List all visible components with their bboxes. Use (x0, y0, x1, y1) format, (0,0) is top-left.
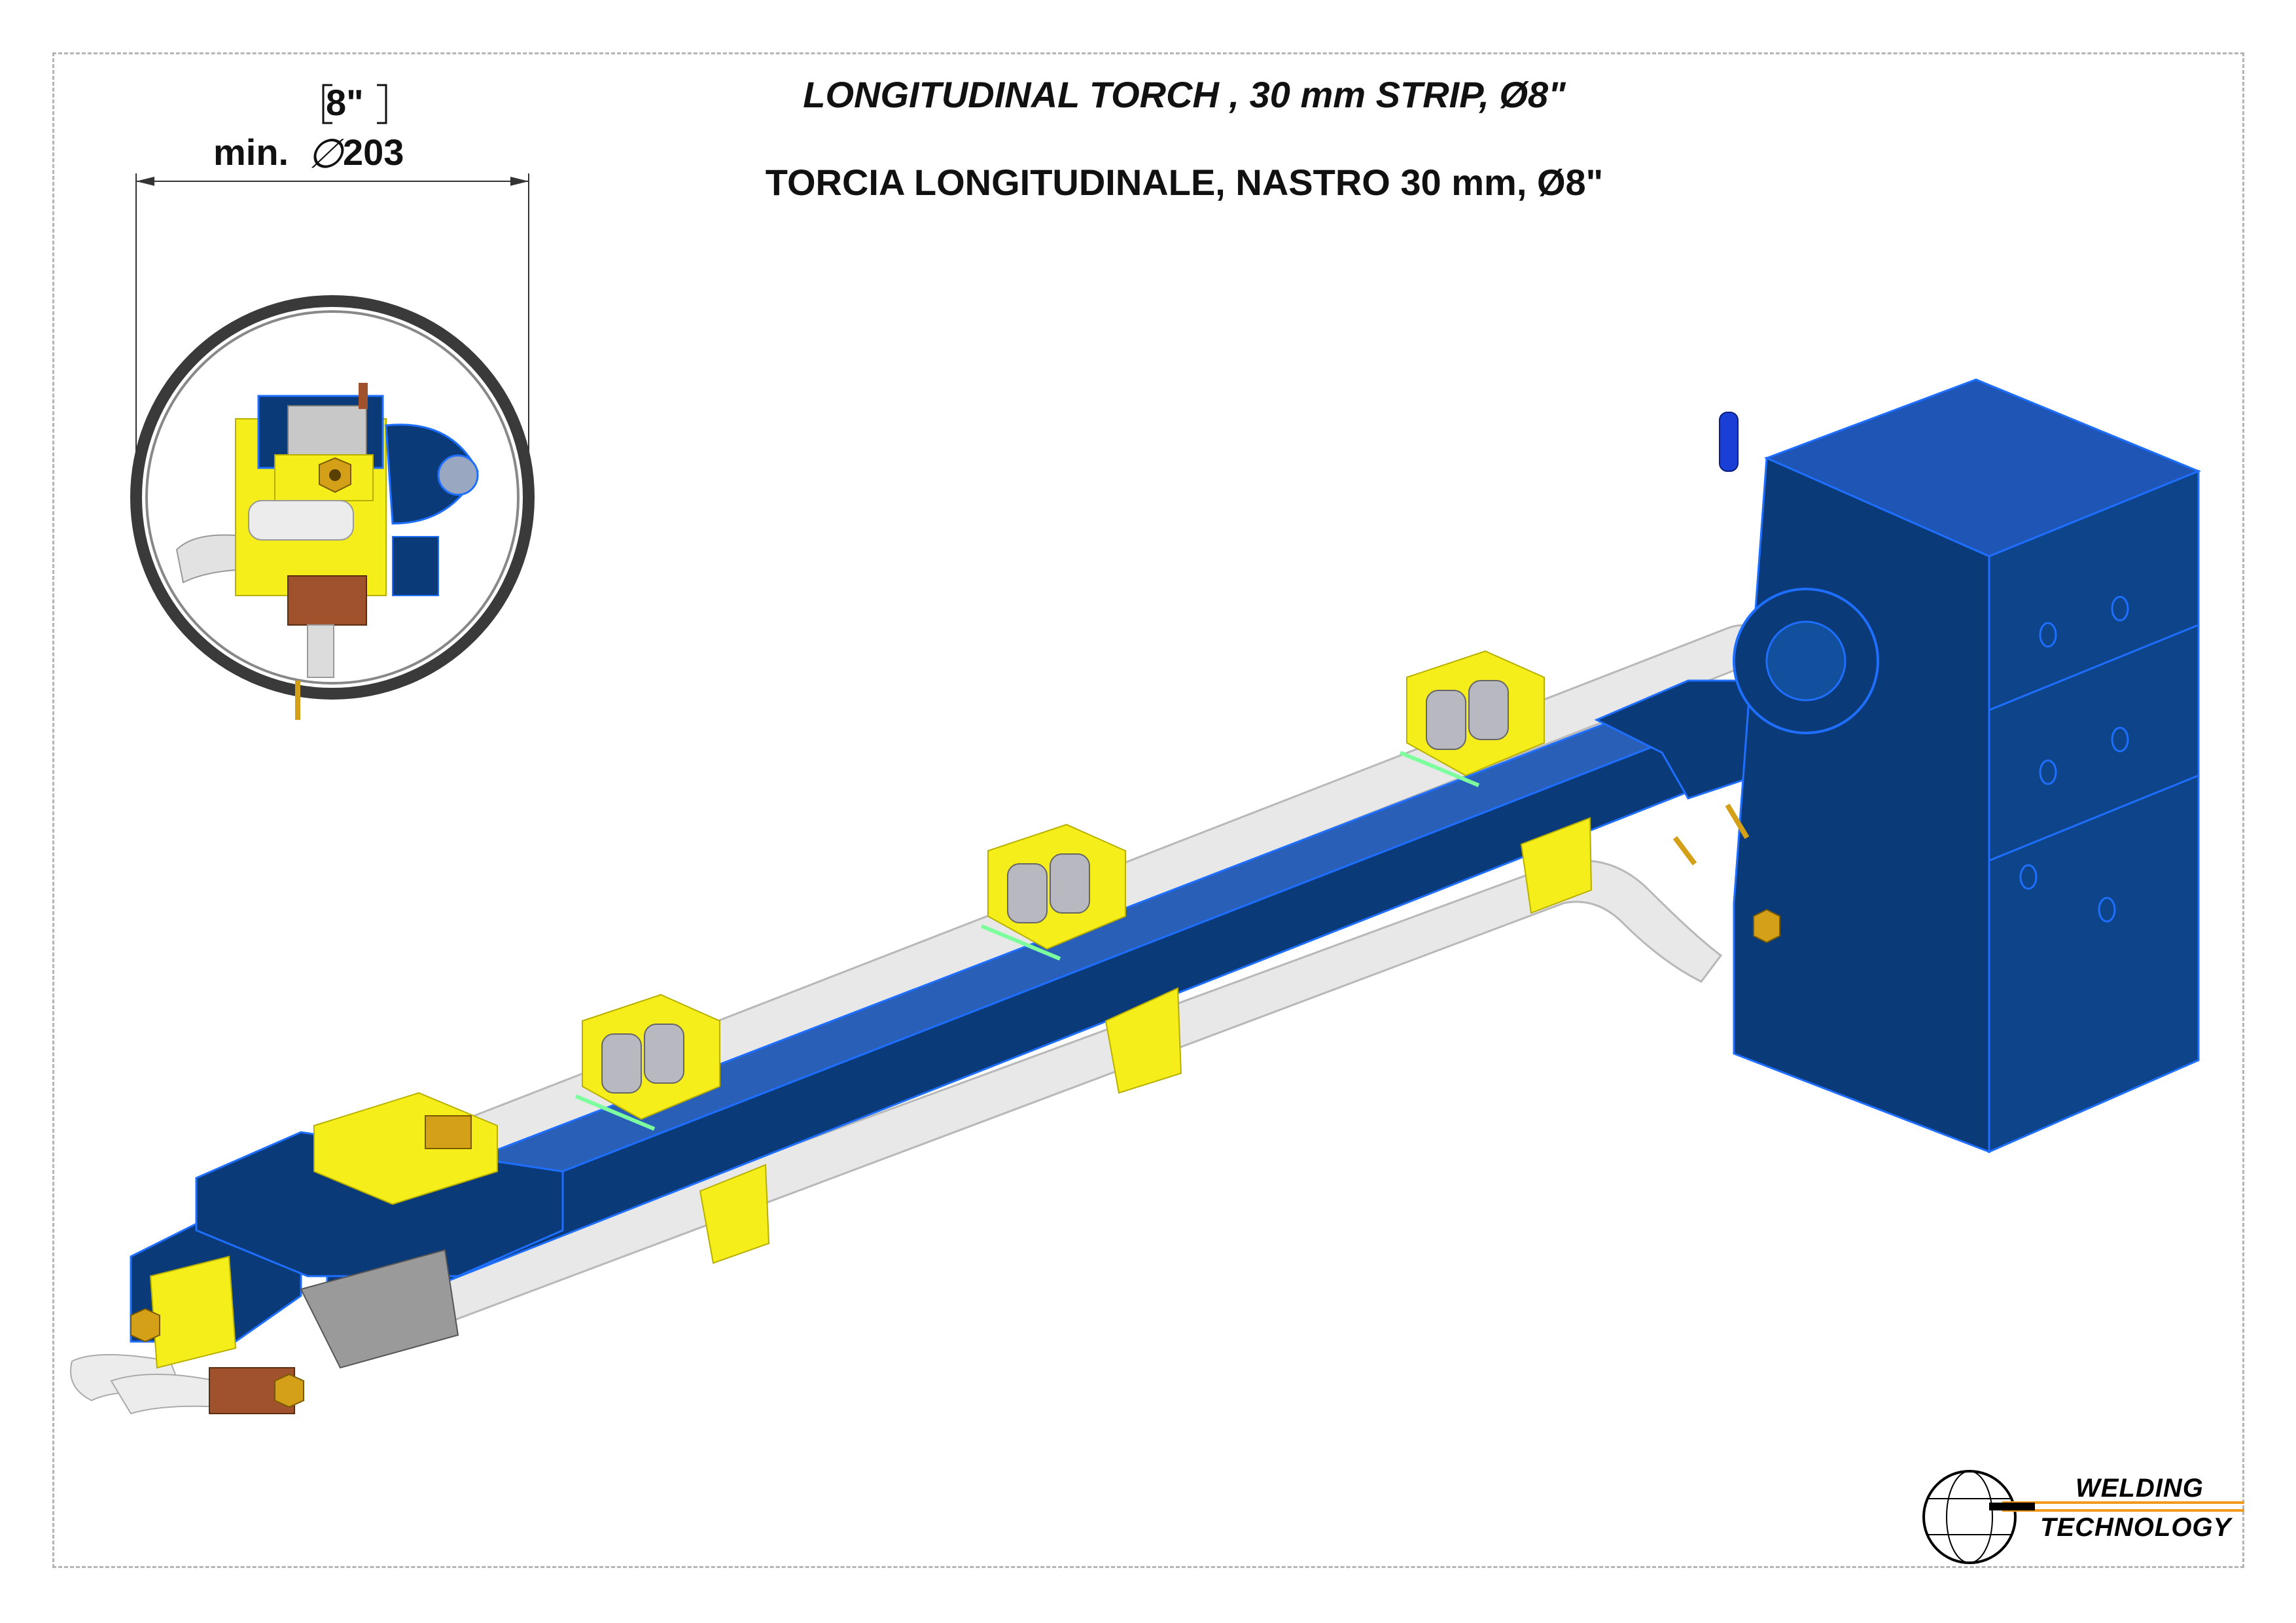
roller-clamp-1 (574, 993, 720, 1131)
company-logo (1922, 1470, 2244, 1564)
fitting-hex-nut (1753, 908, 1780, 944)
fitting-1 (1725, 803, 1750, 840)
logo-text-welding: WELDING (2075, 1474, 2204, 1503)
front-hex-nut (130, 1308, 160, 1343)
side-hole-3 (2039, 759, 2057, 785)
bracket-right (377, 84, 387, 124)
side-hole-5 (2019, 864, 2038, 890)
roller-1a (601, 1033, 642, 1094)
flange-hub (1765, 620, 1846, 702)
logo-text-technology: TECHNOLOGY (2040, 1513, 2232, 1542)
contact-pin (359, 383, 368, 409)
tube-end-2 (110, 1374, 224, 1415)
side-bracket (392, 536, 439, 596)
head-nameplate (425, 1115, 472, 1149)
seal-3 (1399, 751, 1480, 787)
side-hole-6 (2098, 897, 2116, 923)
side-hole-4 (2111, 726, 2129, 753)
roller-1b (644, 1024, 684, 1084)
dimension-arrow-right (510, 177, 529, 186)
pipe-ring-inner (145, 310, 520, 685)
diameter-symbol: ∅ (308, 132, 344, 177)
roller-3b (1468, 680, 1509, 740)
torch-assembly (70, 378, 2201, 1415)
end-view-detail (130, 84, 535, 720)
title-italian: TORCIA LONGITUDINALE, NASTRO 30 mm, Ø8" (765, 162, 1604, 203)
nozzle-clamp (149, 1255, 237, 1369)
sheet-border (52, 52, 2244, 1568)
logo-globe (1922, 1470, 2017, 1564)
roller-clamp-2 (980, 823, 1126, 961)
roller-clamps (574, 650, 1545, 1131)
roller-block (287, 405, 367, 459)
mount-side-face (1988, 469, 2200, 1154)
cable-stub (248, 500, 354, 541)
dimension-prefix: min. (213, 132, 289, 173)
boom-supports (699, 817, 1593, 1264)
dimension-value: 203 (343, 132, 404, 173)
shoe-hex-nut (274, 1373, 304, 1408)
dimension-imperial: 8" (326, 82, 364, 123)
roller-2b (1050, 853, 1090, 914)
side-hole-1 (2039, 622, 2057, 648)
bracket-left (322, 84, 332, 124)
clamp-handle[interactable] (1719, 412, 1739, 472)
mount-front-face (1733, 456, 1990, 1154)
roller-3a (1426, 690, 1466, 750)
seal-1 (574, 1094, 656, 1131)
mount-block (1672, 378, 2201, 1154)
lower-cooling-tube (417, 859, 1723, 1330)
torch-head (130, 1092, 564, 1414)
strip-guide (307, 624, 334, 678)
motor-shaft (437, 454, 479, 496)
fitting-2 (1672, 836, 1697, 866)
dimension-arrow-left (136, 177, 154, 186)
side-hole-2 (2111, 596, 2129, 622)
roller-clamp-3 (1399, 650, 1545, 787)
title-english: LONGITUDINAL TORCH , 30 mm STRIP, Ø8" (803, 74, 1566, 115)
logo-meridian (1946, 1471, 1993, 1563)
copper-block (287, 575, 367, 626)
roller-2a (1007, 863, 1048, 923)
logo-torch-mark (1989, 1503, 2035, 1510)
hex-nut-bore (329, 469, 341, 481)
side-rail-2 (1988, 774, 2199, 862)
drive-motor (300, 1249, 459, 1369)
boom-support-2 (1104, 987, 1182, 1094)
boom-support-1 (699, 1164, 770, 1264)
seal-2 (980, 924, 1061, 961)
boom-support-3 (1520, 817, 1593, 914)
side-rail-1 (1988, 624, 2199, 711)
